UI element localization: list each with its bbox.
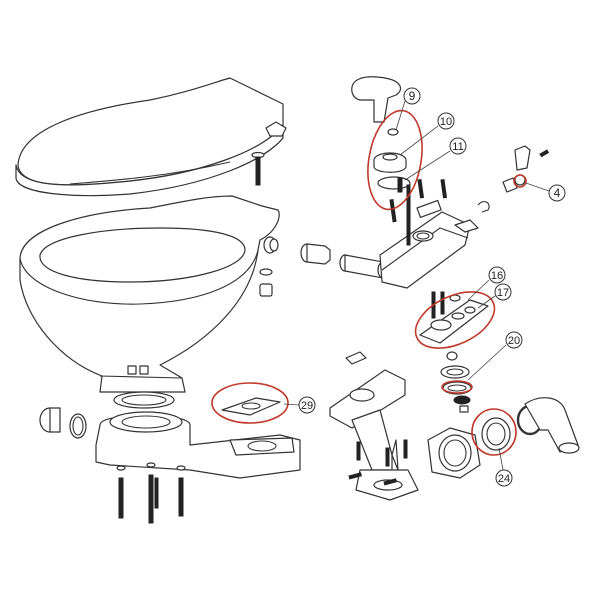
- bowl-base: [39, 391, 301, 479]
- joker-valve-seal: [440, 365, 472, 413]
- mounting-bolts: [116, 462, 186, 524]
- svg-text:9: 9: [409, 89, 416, 103]
- highlight-base-gasket: [211, 382, 289, 424]
- svg-text:24: 24: [498, 473, 510, 485]
- callout-10: 10: [437, 112, 455, 130]
- pump-cap-assembly: [373, 128, 448, 199]
- svg-text:4: 4: [554, 186, 561, 200]
- valve-bushing-assembly: [477, 145, 550, 213]
- svg-text:20: 20: [508, 335, 520, 347]
- pump-cylinder: [329, 351, 419, 501]
- callout-17: 17: [494, 283, 512, 301]
- toilet-bowl: [19, 195, 280, 393]
- highlights: [211, 109, 527, 456]
- callout-16: 16: [488, 266, 506, 284]
- toilet-seat-lid: [15, 77, 287, 197]
- callout-20: 20: [505, 331, 523, 349]
- valve-plate: [419, 294, 489, 361]
- pump-body: [379, 184, 479, 319]
- callout-4: 4: [548, 184, 566, 202]
- callout-11: 11: [449, 137, 467, 155]
- highlight-discharge-gasket: [471, 408, 517, 456]
- highlight-cap-assembly: [367, 109, 423, 211]
- svg-text:10: 10: [440, 116, 452, 128]
- svg-text:17: 17: [497, 287, 509, 299]
- svg-text:11: 11: [452, 141, 463, 153]
- base-gasket: [221, 397, 281, 416]
- highlight-seal-ring: [441, 380, 473, 394]
- callout-24: 24: [495, 469, 513, 487]
- callout-29: 29: [298, 396, 316, 414]
- leader-lines: [283, 100, 550, 471]
- discharge-flange: [427, 427, 481, 479]
- highlight-bushing: [513, 174, 527, 188]
- highlight-valve-plate: [414, 291, 496, 349]
- svg-text:29: 29: [301, 400, 313, 412]
- callout-9: 9: [403, 87, 421, 105]
- discharge-elbow: [516, 397, 580, 454]
- inlet-hose-connector: [300, 243, 389, 279]
- pump-handle: [351, 76, 402, 123]
- svg-text:16: 16: [491, 270, 503, 282]
- discharge-gasket: [481, 417, 511, 451]
